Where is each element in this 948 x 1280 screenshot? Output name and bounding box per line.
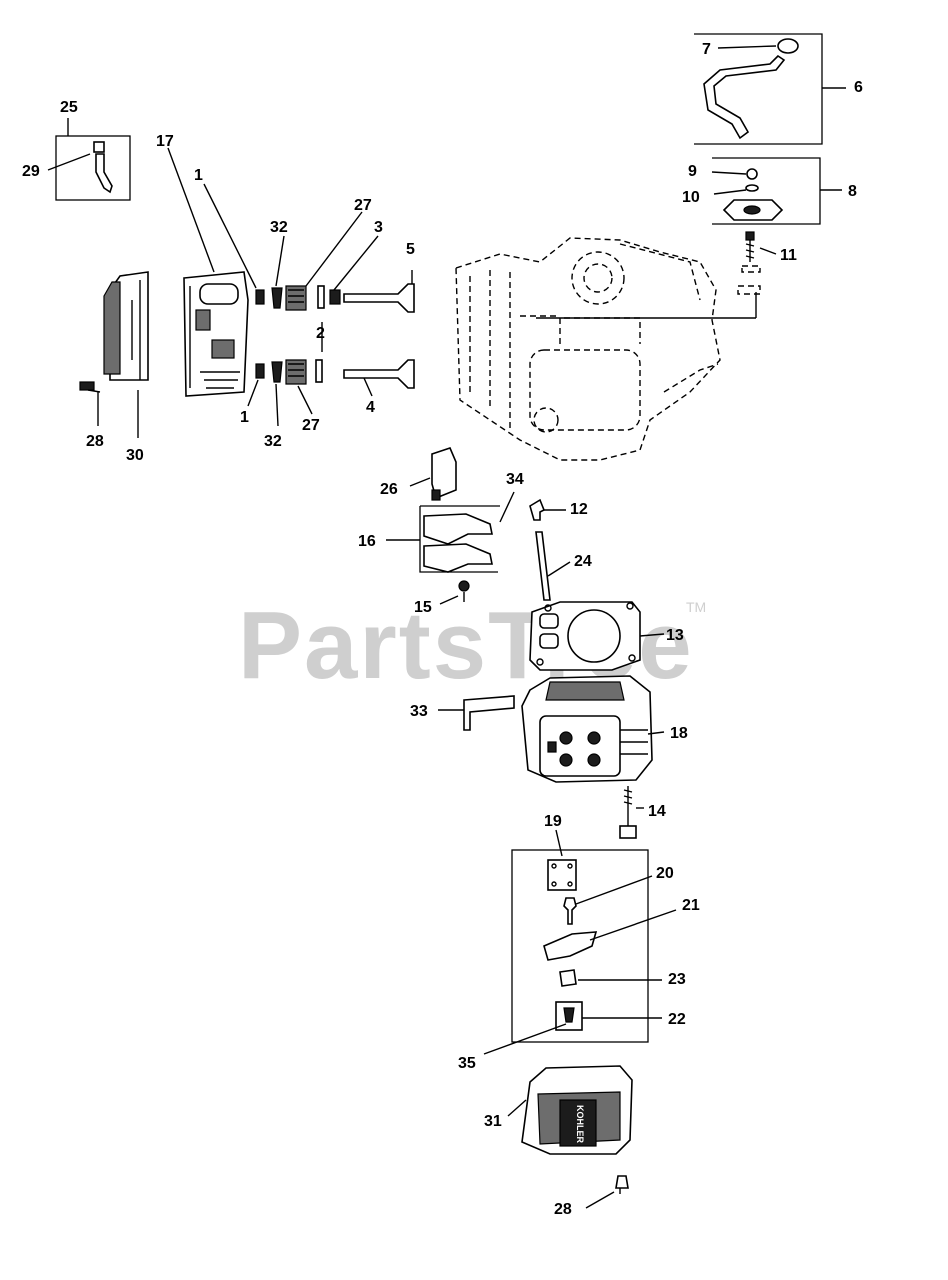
callout-34: 34 xyxy=(506,471,524,488)
breather-cover-box xyxy=(711,157,842,225)
engine-block-phantom xyxy=(455,237,757,461)
callout-31: 31 xyxy=(484,1113,502,1130)
valve-train-upper xyxy=(255,270,415,313)
callout-1-lower: 1 xyxy=(240,409,249,426)
breather-group-box xyxy=(47,118,131,201)
valve-train-leaders xyxy=(203,183,379,427)
callout-1-upper: 1 xyxy=(194,167,203,184)
callout-30: 30 xyxy=(126,447,144,464)
callout-29: 29 xyxy=(22,163,40,180)
valve-cover-31: KOHLER xyxy=(507,1065,633,1155)
callout-32-upper: 32 xyxy=(270,219,288,236)
callout-23: 23 xyxy=(668,971,686,988)
cover-bolt-28 xyxy=(79,381,101,426)
callout-10: 10 xyxy=(682,189,700,206)
watermark-trademark: TM xyxy=(686,599,706,615)
callout-27-lower: 27 xyxy=(302,417,320,434)
breather-hose-box xyxy=(694,33,846,145)
callout-28-bottom: 28 xyxy=(554,1201,572,1218)
cover-bolt-28-bottom xyxy=(585,1175,629,1209)
head-gasket-13 xyxy=(529,601,665,671)
valve-train-lower xyxy=(255,359,415,389)
callout-20: 20 xyxy=(656,865,674,882)
callout-22: 22 xyxy=(668,1011,686,1028)
head-bolt-14 xyxy=(619,786,644,839)
callout-7: 7 xyxy=(702,41,711,58)
callout-12: 12 xyxy=(570,501,588,518)
callout-25: 25 xyxy=(60,99,78,116)
callout-17: 17 xyxy=(156,133,174,150)
bracket-33 xyxy=(438,695,515,731)
callout-3: 3 xyxy=(374,219,383,236)
callout-14: 14 xyxy=(648,803,666,820)
callout-8: 8 xyxy=(848,183,857,200)
callouts: 25 29 17 1 32 27 3 5 2 1 32 27 4 28 30 7… xyxy=(22,41,863,1218)
callout-2: 2 xyxy=(316,325,325,342)
callout-26: 26 xyxy=(380,481,398,498)
cover-brand-logo: KOHLER xyxy=(575,1105,585,1144)
rocker-assembly-box xyxy=(483,829,677,1055)
callout-11: 11 xyxy=(780,247,797,264)
cylinder-head-side xyxy=(167,147,249,397)
callout-19: 19 xyxy=(544,813,562,830)
screw-11 xyxy=(737,231,777,295)
callout-35: 35 xyxy=(458,1055,476,1072)
callout-16: 16 xyxy=(358,533,376,550)
callout-27-upper: 27 xyxy=(354,197,372,214)
callout-9: 9 xyxy=(688,163,697,180)
callout-5: 5 xyxy=(406,241,415,258)
cylinder-head-18 xyxy=(521,675,665,783)
callout-28-left: 28 xyxy=(86,433,104,450)
callout-18: 18 xyxy=(670,725,688,742)
callout-21: 21 xyxy=(682,897,700,914)
callout-32-lower: 32 xyxy=(264,433,282,450)
valve-cover-side xyxy=(103,271,149,438)
callout-4: 4 xyxy=(366,399,375,416)
callout-24: 24 xyxy=(574,553,592,570)
push-rod-24 xyxy=(529,498,571,601)
callout-33: 33 xyxy=(410,703,428,720)
callout-13: 13 xyxy=(666,627,684,644)
callout-15: 15 xyxy=(414,599,432,616)
callout-6: 6 xyxy=(854,79,863,96)
rocker-bracket-group xyxy=(386,447,515,605)
